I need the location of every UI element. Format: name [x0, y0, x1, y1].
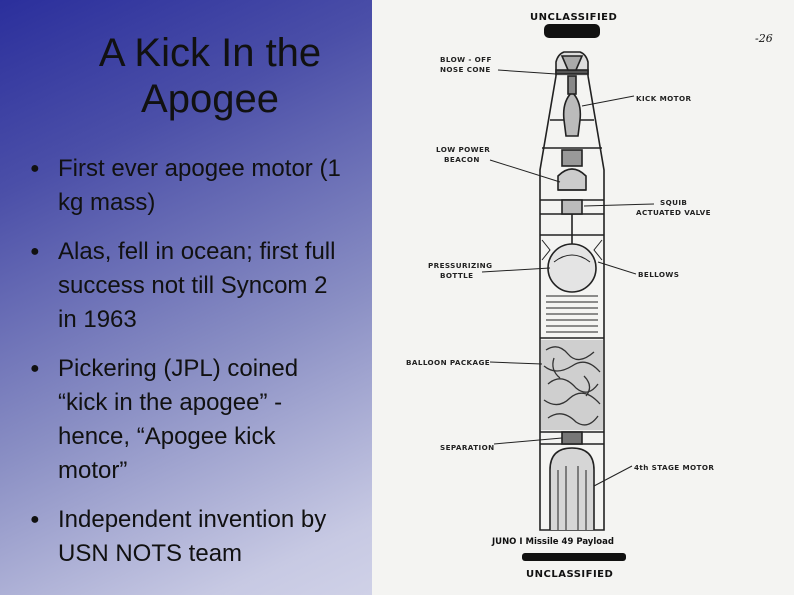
label-squib-2: ACTUATED VALVE: [636, 208, 711, 217]
label-separation: SEPARATION: [440, 443, 495, 452]
bullet-item: ● Alas, fell in ocean; first full success…: [30, 235, 350, 337]
payload-body: [539, 51, 605, 531]
callout-lines: [481, 69, 655, 487]
bullet-text: Independent invention by USN NOTS team: [58, 506, 327, 567]
label-beacon-2: BEACON: [444, 155, 480, 164]
classification-stamp-bottom: UNCLASSIFIED: [526, 569, 613, 580]
bullet-list: ● First ever apogee motor (1 kg mass) ● Al…: [30, 152, 350, 586]
bullet-text: Pickering (JPL) coined “kick in the apog…: [58, 355, 299, 484]
redaction-bar-bottom: [522, 553, 626, 561]
classification-stamp-top: UNCLASSIFIED: [530, 12, 617, 23]
bullet-dot-icon: ●: [30, 511, 40, 528]
balloon-package-texture: [541, 340, 603, 430]
bullet-item: ● Pickering (JPL) coined “kick in the apo…: [30, 352, 350, 488]
diagram-labels: BLOW - OFF NOSE CONE KICK MOTOR LOW POWE…: [406, 55, 714, 472]
bullet-text: Alas, fell in ocean; first full success …: [58, 238, 336, 333]
bullet-dot-icon: ●: [30, 160, 40, 177]
bullet-item: ● First ever apogee motor (1 kg mass): [30, 152, 350, 220]
page-number: -26: [755, 32, 773, 45]
label-pressurizing-1: PRESSURIZING: [428, 261, 492, 270]
label-beacon-1: LOW POWER: [436, 145, 490, 154]
bullet-item: ● Independent invention by USN NOTS team: [30, 503, 350, 571]
label-bellows: BELLOWS: [638, 270, 679, 279]
label-fourth-stage: 4th STAGE MOTOR: [634, 463, 714, 472]
label-squib-1: SQUIB: [660, 198, 687, 207]
diagram-caption: JUNO I Missile 49 Payload: [491, 537, 614, 547]
redaction-bar-top: [544, 24, 600, 38]
bullet-dot-icon: ●: [30, 243, 40, 260]
label-balloon-package: BALLOON PACKAGE: [406, 358, 490, 367]
slide-title: A Kick In the Apogee: [98, 31, 322, 121]
bullet-text: First ever apogee motor (1 kg mass): [58, 155, 341, 216]
label-blow-off-1: BLOW - OFF: [440, 55, 492, 64]
label-pressurizing-2: BOTTLE: [440, 271, 473, 280]
payload-diagram-svg: UNCLASSIFIED -26: [406, 12, 773, 580]
bullet-dot-icon: ●: [30, 360, 40, 377]
payload-diagram: UNCLASSIFIED -26: [372, 0, 794, 595]
label-blow-off-2: NOSE CONE: [440, 65, 491, 74]
label-kick-motor: KICK MOTOR: [636, 94, 691, 103]
